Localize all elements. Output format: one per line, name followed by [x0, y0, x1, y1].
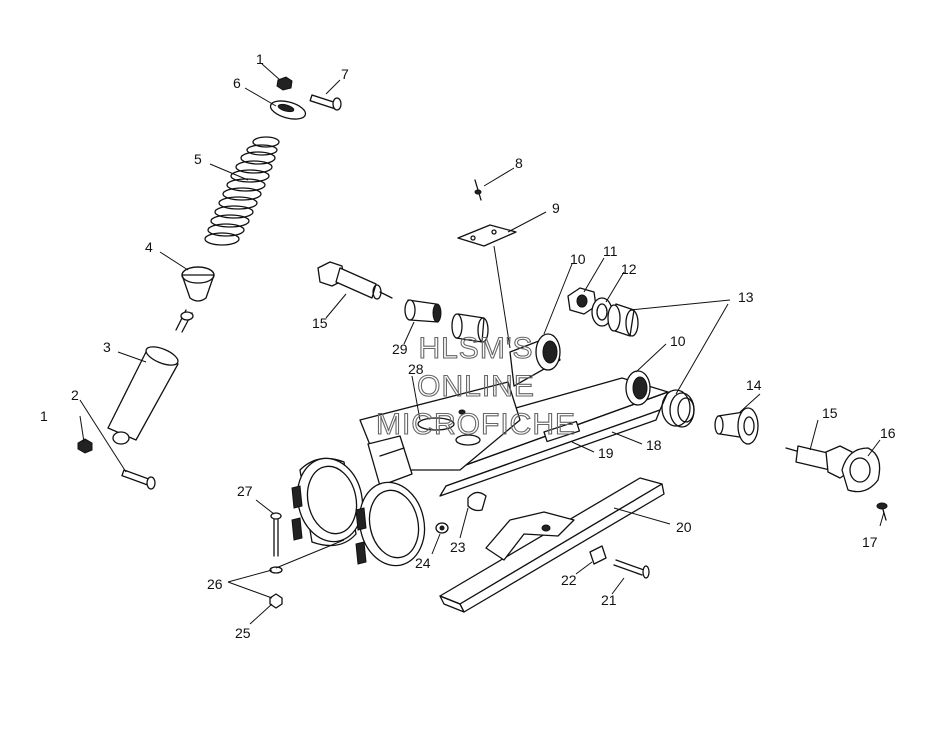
bearing-sleeve[interactable] — [451, 313, 489, 343]
callout-26: 26 — [207, 576, 223, 592]
pivot-shaft[interactable] — [714, 407, 759, 445]
lock-plate[interactable] — [841, 447, 881, 493]
callout-27: 27 — [237, 483, 253, 499]
callout-21: 21 — [601, 592, 617, 608]
nut-top[interactable] — [276, 76, 293, 91]
bolt-top[interactable] — [309, 94, 342, 111]
shock-bolt[interactable] — [121, 469, 156, 490]
cover-plate[interactable] — [457, 224, 517, 247]
watermark: HLSM'S ONLINE MICROFICHE — [375, 331, 576, 441]
callout-28: 28 — [408, 361, 424, 377]
spring-retainer[interactable] — [269, 98, 308, 123]
slide-rail[interactable] — [439, 477, 665, 613]
callout-15-right: 15 — [822, 405, 838, 421]
callout-labels: 1 1 2 3 4 5 6 7 8 9 10 10 11 12 13 14 15… — [40, 51, 896, 641]
long-bolt[interactable] — [270, 512, 282, 557]
washer-26[interactable] — [269, 566, 283, 574]
callout-24: 24 — [415, 555, 431, 571]
axle-hub-right[interactable] — [352, 476, 432, 571]
callout-19: 19 — [598, 445, 614, 461]
callout-18: 18 — [646, 437, 662, 453]
callout-7: 7 — [341, 66, 349, 82]
callout-4: 4 — [145, 239, 153, 255]
callout-10-upper: 10 — [570, 251, 586, 267]
callout-16: 16 — [880, 425, 896, 441]
callout-22: 22 — [561, 572, 577, 588]
bushing-right-lower[interactable] — [661, 389, 695, 428]
axle-hub-left[interactable] — [290, 452, 370, 547]
callout-11: 11 — [603, 243, 618, 259]
callout-29: 29 — [392, 341, 408, 357]
callout-1-top: 1 — [256, 51, 264, 67]
pivot-bolt-left[interactable] — [317, 261, 393, 300]
callout-1-bottom: 1 — [40, 408, 48, 424]
callout-8: 8 — [515, 155, 523, 171]
callout-12: 12 — [621, 261, 637, 277]
watermark-line-2: ONLINE — [417, 370, 535, 403]
callout-17: 17 — [862, 534, 878, 550]
shock-absorber[interactable] — [107, 309, 194, 445]
callout-6: 6 — [233, 75, 241, 91]
nut-bottom[interactable] — [77, 438, 93, 454]
bolt-21[interactable] — [613, 559, 650, 579]
spring-cup[interactable] — [181, 266, 215, 302]
callout-13: 13 — [738, 289, 754, 305]
callout-9: 9 — [552, 200, 560, 216]
callout-10-lower: 10 — [670, 333, 686, 349]
bushing[interactable] — [404, 299, 442, 323]
clip-screw[interactable] — [474, 179, 482, 201]
swing-arm[interactable] — [359, 333, 669, 497]
callout-5: 5 — [194, 151, 202, 167]
spacer-22[interactable] — [589, 545, 607, 565]
watermark-line-3: MICROFICHE — [376, 408, 576, 441]
leader-lines — [79, 63, 885, 625]
pivot-bolt-right[interactable] — [785, 445, 853, 479]
coil-spring[interactable] — [204, 136, 280, 246]
callout-2: 2 — [71, 387, 79, 403]
callout-23: 23 — [450, 539, 466, 555]
watermark-line-1: HLSM'S — [418, 332, 533, 365]
callout-14: 14 — [746, 377, 762, 393]
shock-assembly — [77, 76, 342, 490]
bracket-23[interactable] — [467, 491, 487, 512]
callout-3: 3 — [103, 339, 111, 355]
nut-25[interactable] — [269, 593, 283, 609]
callout-20: 20 — [676, 519, 692, 535]
bushing-right-upper[interactable] — [607, 303, 639, 337]
callout-15-left: 15 — [312, 315, 328, 331]
callout-25: 25 — [235, 625, 251, 641]
nut-24[interactable] — [435, 522, 449, 534]
